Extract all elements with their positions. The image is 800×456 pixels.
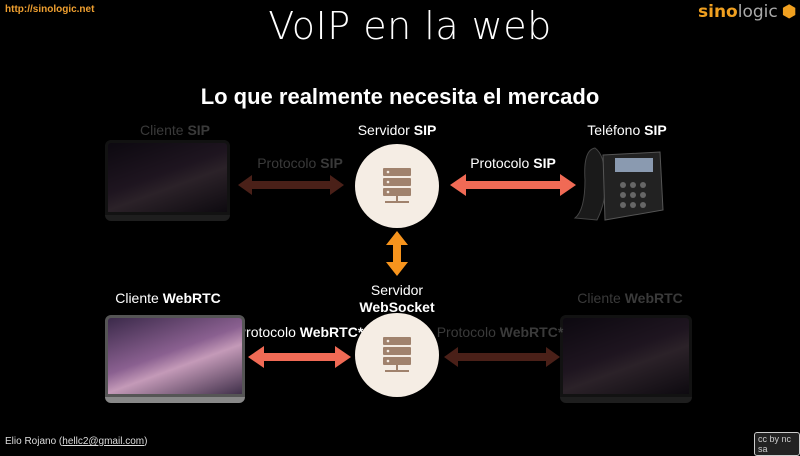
laptop-cliente-webrtc-right [560,315,692,403]
footer-author: Elio Rojano (hellc2@gmail.com) [5,436,148,447]
slide-title: VoIP en la web [268,4,552,48]
label-telefono-sip: Teléfono SIP [587,122,667,138]
server-icon [383,168,411,203]
label-cliente-sip: Cliente SIP [139,122,211,138]
label-protocolo-sip-left: Protocolo SIP [257,155,343,171]
ip-phone-icon [573,147,664,221]
servidor-websocket-node [355,313,439,397]
laptop-cliente-webrtc-left [105,315,245,403]
label-protocolo-sip-right: Protocolo SIP [470,155,556,171]
label-cliente-webrtc-left: Cliente WebRTC [115,290,221,306]
arrow-protocolo-sip-right [450,174,576,196]
label-protocolo-webrtc-left: Protocolo WebRTC* [236,324,364,340]
label-servidor-sip: Servidor SIP [357,122,437,138]
author-email-link[interactable]: hellc2@gmail.com [62,436,145,447]
laptop-cliente-sip [105,140,230,221]
arrow-vertical-sip-websocket [386,231,408,276]
slide-subtitle: Lo que realmente necesita el mercado [200,84,600,109]
label-cliente-webrtc-right: Cliente WebRTC [577,290,683,306]
arrow-protocolo-sip-left [238,175,344,195]
arrow-protocolo-webrtc-left [248,346,351,368]
creative-commons-badge: cc by nc sa [754,432,800,456]
server-icon [383,337,411,372]
arrow-protocolo-webrtc-right [444,347,560,367]
servidor-sip-node [355,144,439,228]
label-protocolo-webrtc-right: Protocolo WebRTC* [436,324,564,340]
site-url[interactable]: http://sinologic.net [5,4,95,15]
